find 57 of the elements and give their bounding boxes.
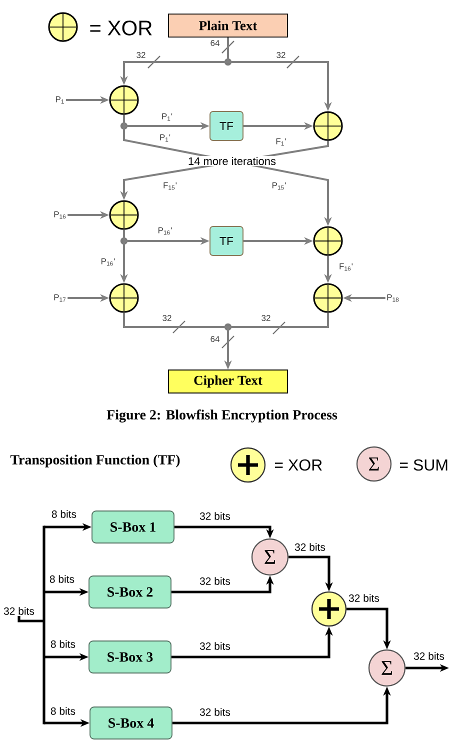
subkey-label: P$_{17}$ xyxy=(54,294,66,302)
iteration-note: 14 more iterations xyxy=(186,156,278,166)
edge-label: 8 bits xyxy=(50,575,74,583)
connector-line xyxy=(18,524,46,726)
edge-label: 8 bits xyxy=(50,640,76,648)
connector-line xyxy=(123,230,125,241)
edge-label: 32 bits xyxy=(348,594,380,602)
subkey-label: P$_{18}$ xyxy=(387,294,399,302)
signal-label: F$_{15}$' xyxy=(164,182,177,190)
edge-label: 32 bits xyxy=(200,708,230,716)
s-box: S-Box 2 xyxy=(88,576,172,608)
edge-label: 32 xyxy=(162,315,172,322)
xor-circle xyxy=(313,111,343,141)
subkey-label: P$_{16}$ xyxy=(54,211,66,219)
legend-label: = SUM xyxy=(400,459,448,471)
edge-label: 32 bits xyxy=(294,543,326,551)
edge-label: 32 bits xyxy=(200,512,230,520)
s-box: S-Box 4 xyxy=(90,706,172,740)
edge-label: P$_{16}$' xyxy=(158,227,172,235)
edge-label: 32 xyxy=(276,52,286,58)
edge-label: 32 bits xyxy=(200,642,230,650)
connector-line xyxy=(123,312,228,328)
function-box: TF xyxy=(210,226,244,256)
xor-circle xyxy=(109,85,139,115)
legend-label: = XOR xyxy=(274,459,322,471)
xor-circle xyxy=(311,591,347,627)
s-box: S-Box 1 xyxy=(92,510,174,544)
edge-label: P$_{1}$' xyxy=(160,134,170,142)
edge-label: P$_{16}$' xyxy=(101,258,115,266)
bus-width-label: 64 xyxy=(210,40,220,46)
xor-circle xyxy=(313,226,343,256)
signal-label: P$_{15}$' xyxy=(272,182,286,190)
xor-circle xyxy=(109,200,139,230)
connector-line xyxy=(228,312,329,328)
connector-line xyxy=(123,114,125,126)
edge-label: 32 xyxy=(136,52,146,58)
input-box: Plain Text xyxy=(168,14,288,38)
edge-label: 8 bits xyxy=(52,510,76,518)
output-box: Cipher Text xyxy=(168,370,288,394)
connector-line xyxy=(227,37,229,62)
bus-width-label: 32 bits xyxy=(4,607,34,615)
caption: Figure 2: Blowfish Encryption Process xyxy=(106,410,338,422)
xor-circle xyxy=(313,283,343,313)
edge-label: P$_{1}$' xyxy=(162,113,172,121)
edge-label: F$_{1}$' xyxy=(276,138,286,146)
s-box: S-Box 3 xyxy=(88,640,172,674)
bus-width-label: 64 xyxy=(210,336,220,342)
edge-label: 32 xyxy=(262,315,270,322)
edge-label: 32 bits xyxy=(414,652,444,660)
edge-label: 8 bits xyxy=(50,707,76,715)
function-box: TF xyxy=(210,111,244,141)
legend-label: = XOR xyxy=(90,20,152,36)
heading: Transposition Function (TF) xyxy=(10,454,180,468)
edge-label: 32 bits xyxy=(200,577,230,585)
edge-label: F$_{16}$' xyxy=(340,263,353,271)
xor-circle xyxy=(109,283,139,313)
subkey-label: P$_{1}$ xyxy=(56,96,64,104)
